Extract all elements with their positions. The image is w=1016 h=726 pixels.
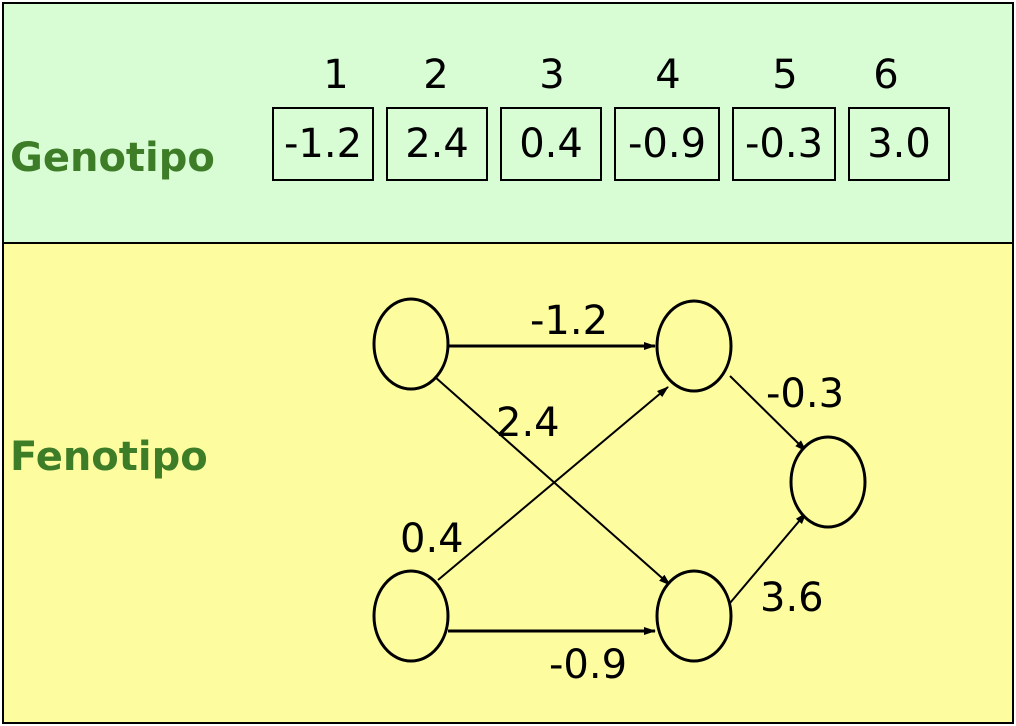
edge-weight-label: -0.3: [766, 371, 844, 417]
genotype-title: Genotipo: [10, 135, 215, 181]
gene-index: 5: [772, 52, 798, 98]
edge-hidden2-output: [729, 512, 807, 604]
edge-weight-label: 3.6: [760, 575, 824, 621]
phenotype-title: Fenotipo: [10, 434, 208, 480]
input-node-2: [372, 569, 450, 663]
edge-input1-hidden2: [434, 376, 671, 586]
edge-weight-label: -1.2: [530, 298, 608, 344]
edge-hidden1-output: [729, 375, 807, 452]
gene-value-box: -1.2: [272, 107, 374, 181]
output-node: [789, 435, 867, 529]
hidden-node-1: [655, 299, 733, 393]
gene-value-box: 0.4: [500, 107, 602, 181]
gene-index: 1: [323, 52, 349, 98]
gene-value-box: 3.0: [848, 107, 950, 181]
edge-weight-label: 2.4: [496, 400, 560, 446]
edge-weight-label: 0.4: [400, 516, 464, 562]
gene-index: 3: [539, 52, 565, 98]
gene-index: 4: [655, 52, 681, 98]
gene-index: 2: [423, 52, 449, 98]
gene-index: 6: [873, 52, 899, 98]
hidden-node-2: [655, 569, 733, 663]
gene-value-box: -0.3: [732, 107, 836, 181]
gene-value-box: 2.4: [386, 107, 488, 181]
edge-weight-label: -0.9: [549, 642, 627, 688]
edge-input2-hidden1: [437, 386, 669, 581]
input-node-1: [372, 297, 450, 391]
gene-value-box: -0.9: [614, 107, 720, 181]
